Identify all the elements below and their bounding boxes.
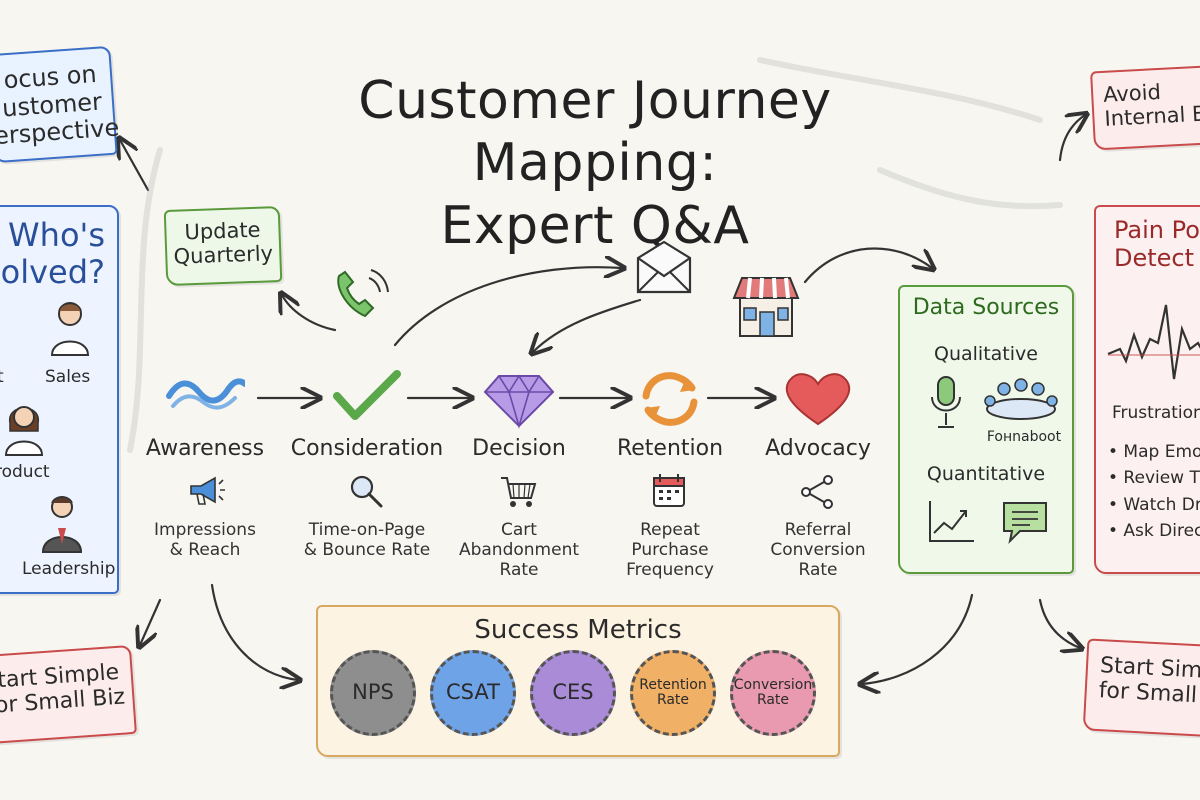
arrow-phone-to-update: [282, 295, 337, 332]
role-label-product: roduct: [0, 462, 50, 482]
stage-metric-label: Cart Abandonment Rate: [458, 520, 580, 581]
success-metric-badge: Retention Rate: [630, 650, 716, 736]
stage-metric-label: Impressions & Reach: [154, 520, 256, 561]
focus-group-label: Foнnabоot: [986, 429, 1062, 445]
envelope-icon: [636, 240, 692, 294]
stage-metric-label: Referral Conversion Rate: [770, 520, 866, 581]
note-focus-customer: ocus on ustomer erspective: [0, 45, 120, 164]
diamond-icon: [483, 374, 555, 429]
success-metric-badge: Conversion Rate: [730, 650, 816, 736]
pain-points-heading: Pain Po Detect: [1114, 216, 1200, 272]
pain-point-item: • Map Emot: [1108, 442, 1200, 462]
whos-involved-panel: Who's olved? t Sales roduct Leadership: [0, 205, 119, 594]
arrow-right-down: [1038, 598, 1080, 648]
stage-metric-label: Repeat Purchase Frequency: [626, 520, 714, 581]
stage-label: Consideration: [290, 436, 444, 461]
success-metrics-heading: Success Metrics: [474, 615, 682, 645]
role-leader-icon: [41, 496, 83, 553]
line-chart-icon: [929, 501, 974, 542]
stage-label: Decision: [472, 436, 566, 461]
microphone-icon: [931, 376, 961, 428]
stage-label: Advocacy: [765, 436, 871, 461]
success-metric-badge: CSAT: [430, 650, 516, 736]
arrow-envelope-to-decision: [533, 298, 642, 352]
note-start-simple-right: Start Simp for Small B: [1082, 638, 1200, 738]
role-label-sales: Sales: [45, 367, 91, 387]
success-metric-badge: CES: [530, 650, 616, 736]
pain-points-list: • Map Emot • Review Ti • Watch Dr • Ask …: [1108, 439, 1200, 544]
arrow-right-up: [1058, 115, 1085, 162]
heart-icon: [785, 373, 851, 426]
pain-point-item: • Ask Direct: [1108, 521, 1200, 542]
store-icon: [732, 277, 800, 337]
share-icon: [801, 475, 833, 509]
pain-points-panel: Pain Po Detect Frustration • Map Emot • …: [1094, 205, 1200, 574]
refresh-icon: [642, 372, 698, 426]
arrow-data-to-success: [862, 593, 974, 684]
stage-label: Retention: [616, 436, 724, 461]
role-label-leadership: Leadership: [22, 559, 116, 579]
chat-bubble-icon: [1003, 502, 1047, 545]
arrow-left-up: [120, 140, 150, 192]
data-sources-panel: Data Sources Qualitative Foнnabоot Quant…: [898, 285, 1074, 574]
quantitative-label: Quantitative: [926, 463, 1046, 485]
arrow-to-envelope: [393, 267, 622, 347]
page-title: Customer Journey Mapping: Expert Q&A: [358, 71, 832, 256]
role-woman-icon: [4, 406, 44, 456]
arrow-to-success: [210, 583, 298, 680]
success-metric-badge: NPS: [330, 650, 416, 736]
stage-metric-label: Time-on-Page & Bounce Rate: [303, 520, 431, 561]
pain-point-item: • Watch Dr: [1108, 494, 1200, 515]
frustration-label: Frustration: [1112, 403, 1200, 423]
wave-icon: [166, 378, 245, 410]
pain-point-item: • Review Ti: [1108, 468, 1200, 489]
qualitative-label: Qualitative: [934, 343, 1038, 365]
role-label-1: t: [0, 367, 4, 387]
stage-label: Awareness: [145, 436, 265, 461]
arrow-to-data-sources: [803, 247, 932, 284]
magnifier-icon: [350, 475, 383, 508]
cart-icon: [501, 477, 537, 507]
phone-icon: [337, 269, 389, 318]
focus-group-icon: [984, 378, 1058, 420]
note-avoid-internal: Avoid Internal B: [1090, 64, 1200, 151]
frustration-waveform-icon: [1107, 304, 1200, 380]
checkmark-icon: [333, 370, 401, 420]
calendar-icon: [653, 474, 685, 507]
note-start-simple-left: tart Simple or Small Biz: [0, 644, 137, 745]
note-update-quarterly: Update Quarterly: [163, 205, 283, 287]
megaphone-icon: [190, 476, 225, 505]
arrow-left-down: [140, 598, 162, 645]
whos-involved-heading: Who's olved?: [0, 216, 105, 291]
role-person-icon: [50, 302, 90, 356]
data-sources-heading: Data Sources: [912, 295, 1060, 320]
